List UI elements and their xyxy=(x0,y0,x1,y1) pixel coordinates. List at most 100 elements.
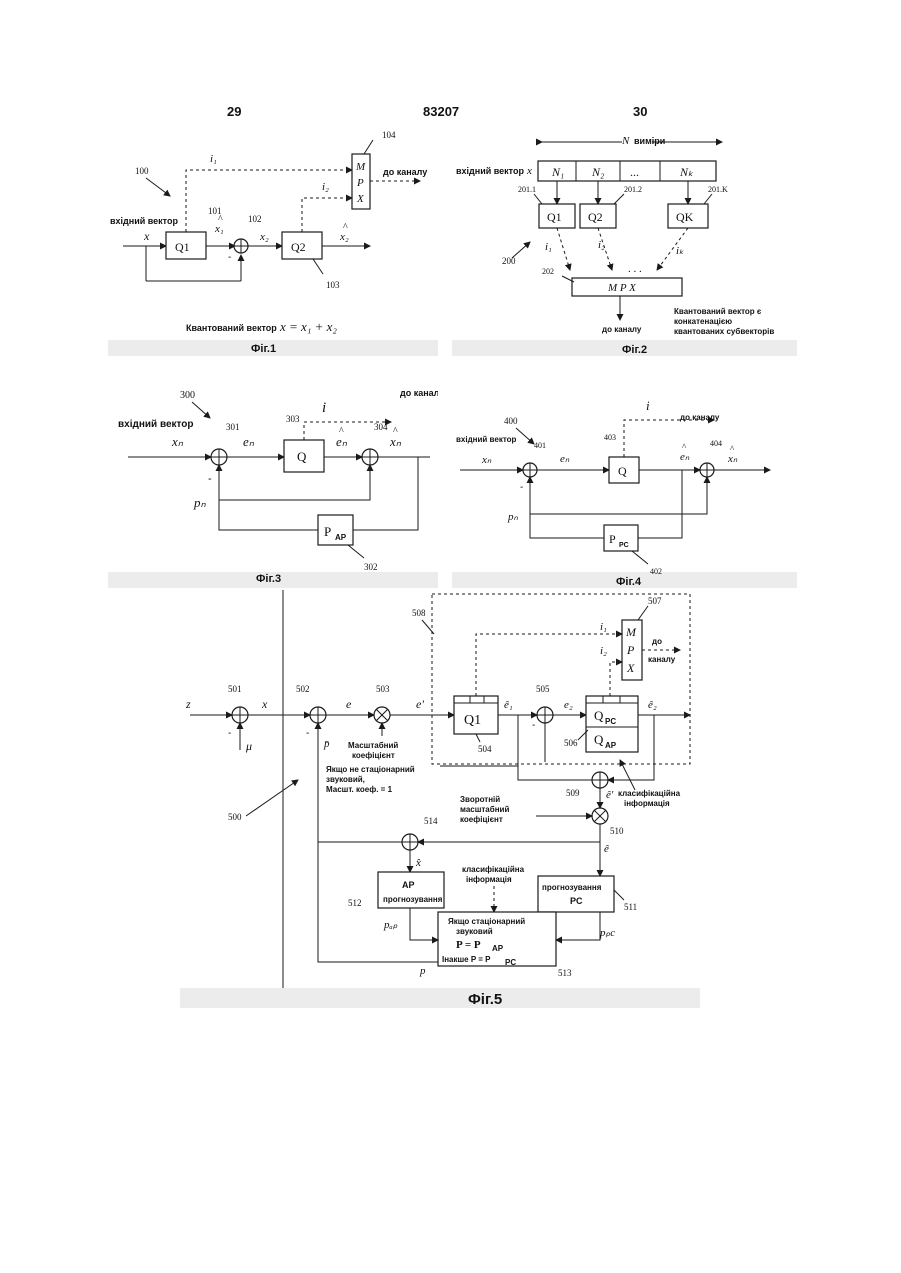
figure-4-caption: Фіг.4 xyxy=(616,576,642,588)
mpx-p: P xyxy=(356,177,364,189)
i1-label: i₁ xyxy=(210,153,217,165)
svg-text:^: ^ xyxy=(339,426,344,437)
ref-201-1: 201.1 xyxy=(518,185,536,194)
x-hat-label: x̂ xyxy=(415,857,421,869)
p-bar-label: p̄ xyxy=(323,738,330,750)
formula: x = x₁ + x₂ xyxy=(279,319,337,334)
hat-mark-2: ^ xyxy=(343,222,348,233)
to-channel: до каналу xyxy=(400,388,438,398)
segment-dots: ... xyxy=(630,165,639,179)
q-label: Q xyxy=(618,464,627,478)
p-label: p xyxy=(419,965,426,977)
note-line-1: Квантований вектор є xyxy=(674,307,762,316)
nonstat-line-3: Масшт. коеф. = 1 xyxy=(326,785,393,794)
sel-line-3-sub: AP xyxy=(492,944,504,953)
i-label: i xyxy=(322,400,326,416)
e2-hat-label: ê₂ xyxy=(648,699,657,711)
ref-202: 202 xyxy=(542,267,554,276)
q1-label: Q1 xyxy=(464,713,481,728)
mid-class-1: класифікаційна xyxy=(462,865,525,874)
ref-507: 507 xyxy=(648,596,662,606)
ref-301: 301 xyxy=(226,422,240,432)
ref-leader xyxy=(313,259,323,274)
to-channel-label: до каналу xyxy=(383,167,427,177)
pred-sub: PC xyxy=(619,542,629,549)
class-info-1: класифікаційна xyxy=(618,789,681,798)
ref-502: 502 xyxy=(296,684,310,694)
e2-label: e₂ xyxy=(564,699,573,711)
e1-hat-label: ê₁ xyxy=(504,699,513,711)
p-ap-label: pₐₚ xyxy=(383,919,398,931)
ref-300: 300 xyxy=(180,390,195,401)
svg-text:^: ^ xyxy=(393,426,398,437)
i2-label: i₂ xyxy=(600,645,607,657)
ref-402: 402 xyxy=(650,567,662,576)
e-prime-hat-label: ê' xyxy=(606,789,614,801)
formula-label: Квантований вектор xyxy=(186,323,277,333)
ref-102: 102 xyxy=(248,214,262,224)
ref-103: 103 xyxy=(326,280,340,290)
minus-3: - xyxy=(532,720,535,731)
pred-label: P xyxy=(609,532,616,546)
page-number-right: 30 xyxy=(633,104,647,119)
mpx-x: X xyxy=(356,193,365,205)
pc-pred-1: прогнозування xyxy=(542,883,602,892)
minus-1: - xyxy=(228,728,231,739)
ref-501: 501 xyxy=(228,684,242,694)
ref-500: 500 xyxy=(228,812,242,822)
qk-label: QK xyxy=(676,210,694,224)
inv-scale-3: коефіцієнт xyxy=(460,815,503,824)
sel-line-3: P = P xyxy=(456,939,481,951)
to-channel: до каналу xyxy=(680,413,720,422)
note-line-2: конкатенацією xyxy=(674,317,732,326)
mid-class-2: інформація xyxy=(466,875,512,884)
figure-4: 400 вхідний вектор xₙ 401 - eₙ Q 403 i д… xyxy=(452,360,797,588)
sel-line-4: Інакше P = P xyxy=(442,955,491,964)
ref-404: 404 xyxy=(710,439,722,448)
en-label: eₙ xyxy=(560,453,570,465)
ref-504: 504 xyxy=(478,744,492,754)
mpx-label: M P X xyxy=(607,282,637,294)
ref-509: 509 xyxy=(566,788,580,798)
mpx-m: M xyxy=(355,161,366,173)
ref-403: 403 xyxy=(604,433,616,442)
ref-303: 303 xyxy=(286,414,300,424)
x2-label: x₂ xyxy=(259,231,269,243)
hat-mark: ^ xyxy=(218,214,223,225)
scale-line-2: коефіцієнт xyxy=(352,751,395,760)
qap-sub: AP xyxy=(605,741,617,750)
ref-503: 503 xyxy=(376,684,390,694)
dashed-box-508 xyxy=(432,594,690,764)
x-label: x xyxy=(143,229,150,243)
q2-label: Q2 xyxy=(291,240,306,254)
e-label: e xyxy=(346,697,352,711)
ref-401: 401 xyxy=(534,441,546,450)
mu-label: μ xyxy=(245,739,252,753)
qpc-sub: PC xyxy=(605,717,616,726)
x-label: x xyxy=(526,165,532,177)
ref-201-2: 201.2 xyxy=(624,185,642,194)
i1-label: i₁ xyxy=(545,241,552,253)
ref-514: 514 xyxy=(424,816,438,826)
ref-512: 512 xyxy=(348,898,362,908)
scale-line-1: Масштабний xyxy=(348,741,398,750)
ap-pred-2: прогнозування xyxy=(383,895,443,904)
e-hat-label: ê xyxy=(604,843,609,855)
ap-pred-1: АР xyxy=(402,880,415,890)
input-label: вхідний вектор xyxy=(110,216,178,226)
ref-513: 513 xyxy=(558,968,572,978)
input-label: вхідний вектор xyxy=(118,419,194,430)
figure-1-caption: Фіг.1 xyxy=(251,343,276,355)
pc-pred-2: PC xyxy=(570,896,583,906)
figure-3: 300 вхідний вектор xₙ 301 - eₙ Q 303 i д… xyxy=(108,360,438,588)
qap-label: Q xyxy=(594,732,604,747)
minus-sign: - xyxy=(520,482,523,493)
figure-2: N виміри вхідний вектор x N₁ N₂ ... Nₖ 2… xyxy=(452,124,797,356)
qpc-label: Q xyxy=(594,708,604,723)
xn-label: xₙ xyxy=(171,434,184,449)
pred-label: P xyxy=(324,524,331,539)
figure-1: 100 вхідний вектор x Q1 101 x₁ ^ - 102 x… xyxy=(108,124,438,356)
figure-3-caption: Фіг.3 xyxy=(256,573,281,585)
sel-line-4-sub: PC xyxy=(505,958,516,967)
dims-label: виміри xyxy=(634,136,665,146)
